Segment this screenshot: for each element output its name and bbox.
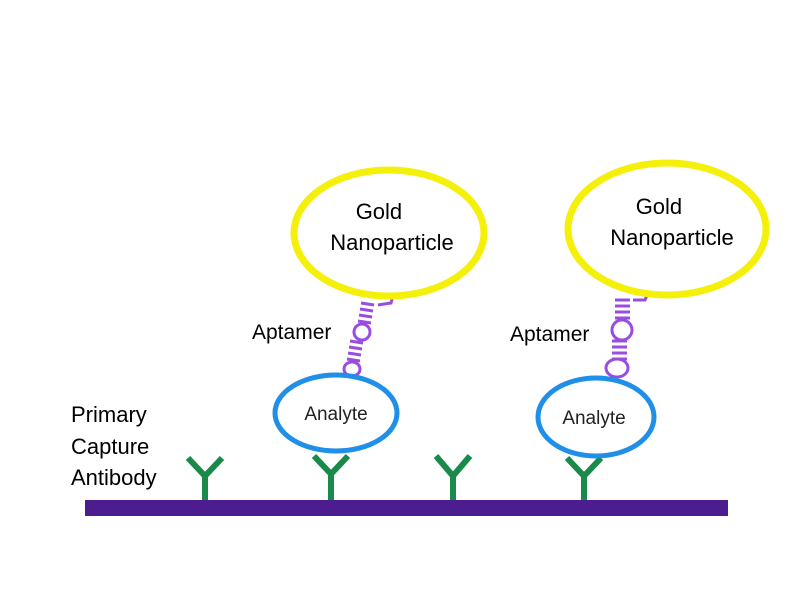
analyte-right-shape [535,375,657,459]
gold-nanoparticle-left-label: Gold Nanoparticle [330,199,454,255]
primary-capture-antibody-label: Primary Capture Antibody [71,402,157,490]
gold-right-line-1: Gold [636,194,682,219]
primary-capture-antibody-line-3: Antibody [71,465,157,490]
capture-antibody-1 [185,455,225,500]
gold-nanoparticle-right-label: Gold Nanoparticle [610,194,734,250]
analyte-left-label: Analyte [304,404,367,425]
analyte-right-label: Analyte [562,408,625,429]
capture-antibody-2 [311,453,351,500]
aptamer-left-label: Aptamer [252,321,331,344]
aptamer-right [604,292,650,379]
aptamer-left [342,295,395,378]
capture-antibody-3 [433,454,473,500]
gold-left-line-1: Gold [356,199,402,224]
sensor-surface [85,500,728,516]
capture-antibody-4 [564,455,604,500]
gold-right-line-2: Nanoparticle [610,225,734,250]
primary-capture-antibody-line-2: Capture [71,434,149,459]
gold-nanoparticle-left-shape [290,166,488,300]
analyte-left-shape [272,372,400,454]
gold-left-line-2: Nanoparticle [330,230,454,255]
primary-capture-antibody-line-1: Primary [71,402,147,427]
gold-nanoparticle-right-shape [564,159,770,299]
aptamer-right-label: Aptamer [510,323,589,346]
